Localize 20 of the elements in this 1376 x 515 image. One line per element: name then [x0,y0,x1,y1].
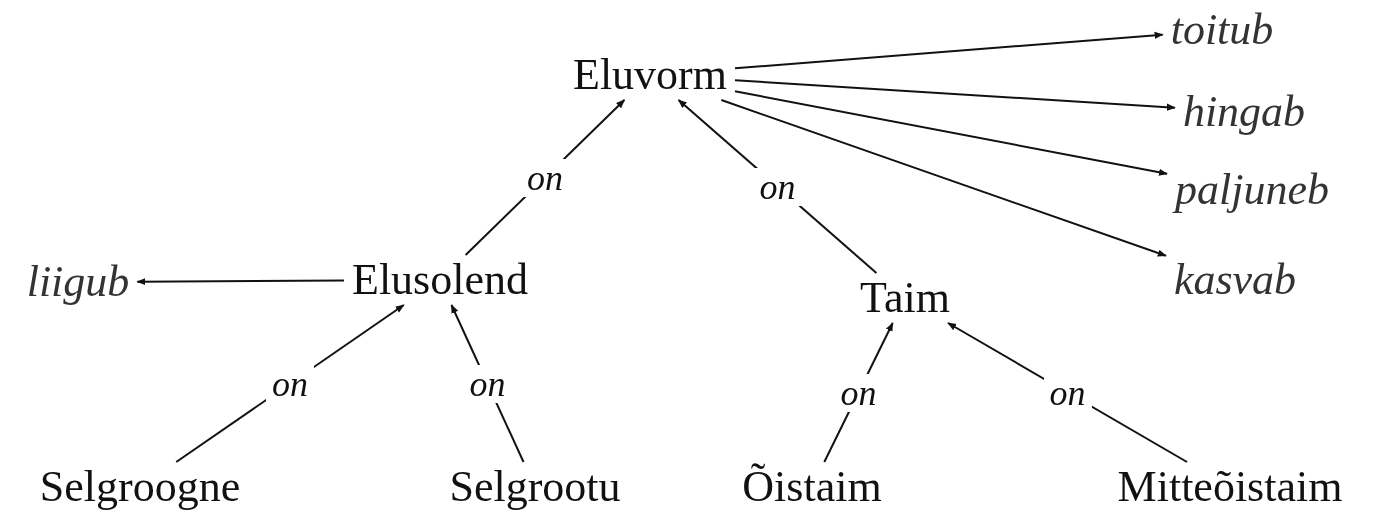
concept-label: Selgrootu [447,462,623,512]
property-label: kasvab [1171,255,1299,305]
edge-label: on [753,167,802,206]
edge-label: on [521,158,569,197]
concept-label: Eluvorm [571,50,729,100]
concept-label: Mitteõistaim [1115,462,1345,512]
edge-label: on [266,364,314,403]
arrow [734,31,1164,70]
concept-label: Selgroogne [37,462,243,512]
property-label: toitub [1168,5,1276,55]
arrow [734,79,1176,111]
property-label: hingab [1180,87,1308,137]
concept-label: Taim [858,273,952,323]
concept-label: Õistaim [740,462,884,512]
property-label: liigub [24,257,132,307]
arrow [734,90,1168,176]
concept-label: Elusolend [350,255,530,305]
arrow [136,278,345,286]
property-label: paljuneb [1173,165,1331,215]
arrow [720,99,1167,257]
